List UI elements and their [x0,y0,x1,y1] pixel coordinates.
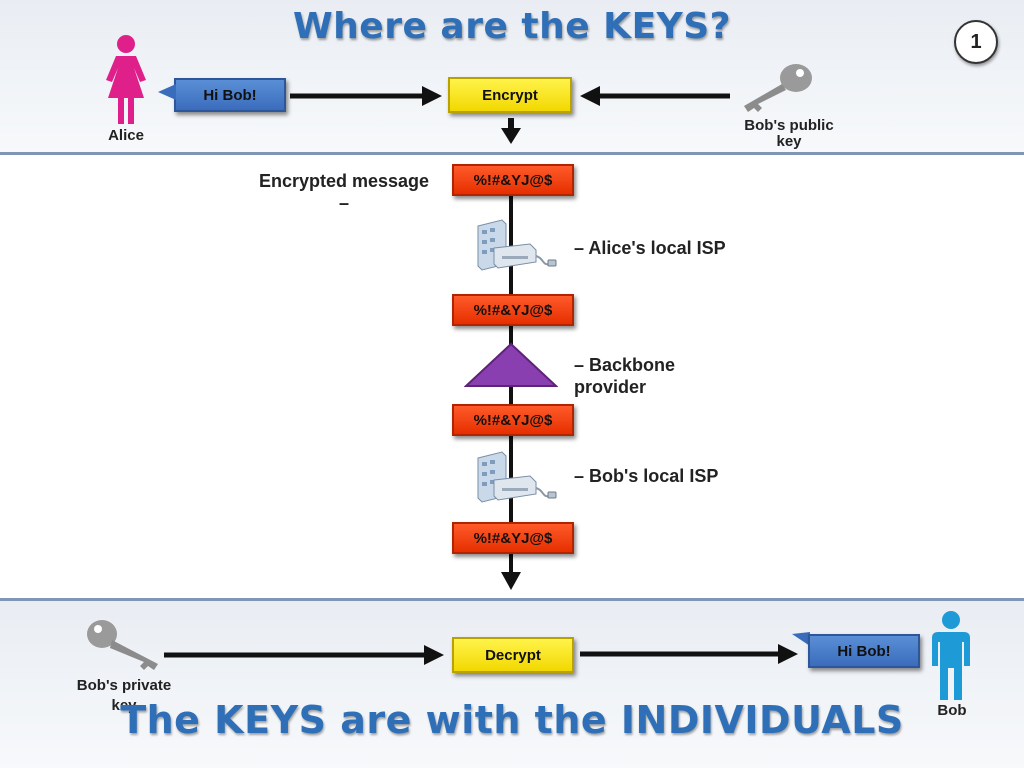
arrow-to-bob [580,644,798,664]
alice-message-box: Hi Bob! [174,78,286,112]
top-divider [0,152,1024,155]
cipher-text-1: %!#&YJ@$ [473,171,553,189]
cipher-box-2: %!#&YJ@$ [452,294,574,326]
alice-isp-label: – Alice's local ISP [574,238,726,258]
encrypted-message-line1: Encrypted message [258,171,430,191]
cipher-text-4: %!#&YJ@$ [473,529,553,547]
bob-isp-label: – Bob's local ISP [574,466,719,486]
bottom-divider [0,598,1024,601]
private-key-label: Bob's private key [62,676,186,716]
arrow-from-public-key [580,86,730,106]
cipher-text-2: %!#&YJ@$ [473,301,553,319]
slide-title: Where are the KEYS? [292,6,732,47]
private-key-label-line2: key [111,697,137,714]
bob-label: Bob [937,702,967,719]
server-icon [477,451,557,503]
encrypt-box: Encrypt [448,77,572,113]
decrypt-label: Decrypt [485,646,541,664]
slide-number: 1 [954,20,998,64]
slide-subtitle: The KEYS are with the INDIVIDUALS [120,698,904,742]
public-key-icon [744,64,812,112]
cipher-text-3: %!#&YJ@$ [473,411,553,429]
female-user-icon [106,35,146,124]
server-icon [477,219,557,271]
bob-message-box: Hi Bob! [808,634,920,668]
arrow-pipeline-down [501,572,521,590]
private-key-label-line1: Bob's private [76,677,172,694]
public-key-label-line2: key [776,133,802,150]
slide-number-text: 1 [970,30,982,53]
male-user-icon [932,611,970,700]
cipher-box-3: %!#&YJ@$ [452,404,574,436]
bob-message-text: Hi Bob! [837,642,891,660]
private-key-icon [87,620,158,670]
public-key-label-line1: Bob's public [744,117,834,134]
cipher-box-4: %!#&YJ@$ [452,522,574,554]
callout-pointer [158,84,176,100]
alice-message-text: Hi Bob! [203,86,257,104]
decrypt-box: Decrypt [452,637,574,673]
cipher-box-1: %!#&YJ@$ [452,164,574,196]
callout-pointer [792,632,810,646]
backbone-label: – Backbone provider [574,354,774,398]
backbone-label-line2: provider [574,377,647,397]
encrypted-message-line2: – [338,193,349,213]
alice-label: Alice [108,127,144,144]
encrypt-label: Encrypt [482,86,538,104]
backbone-label-line1: – Backbone [574,355,676,375]
public-key-label: Bob's public key [728,118,850,150]
encrypted-message-label: Encrypted message – [244,170,444,214]
bottom-band [0,600,1024,768]
arrow-to-decrypt [164,645,444,665]
backbone-triangle-icon [464,342,558,387]
arrow-encrypt-down [501,118,521,144]
arrow-to-encrypt [290,86,442,106]
